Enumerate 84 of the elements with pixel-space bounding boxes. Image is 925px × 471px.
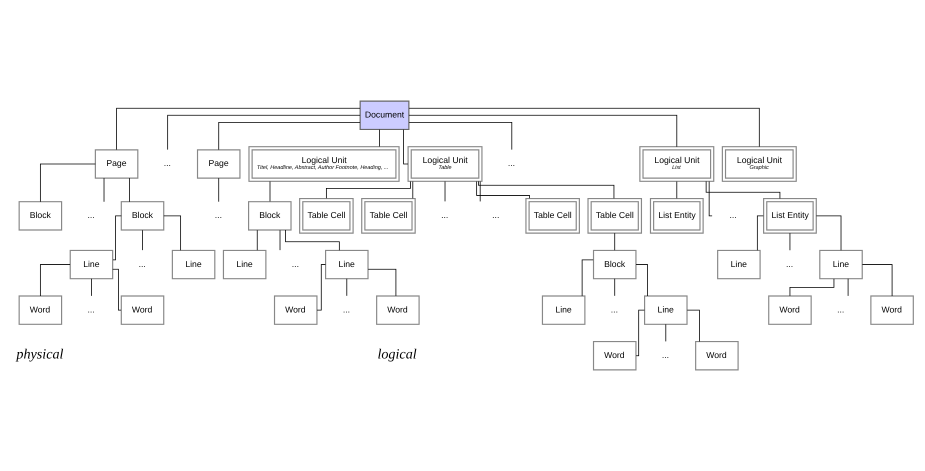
- node-box: Page: [196, 149, 241, 179]
- node-box: Line: [325, 250, 369, 280]
- connector: [708, 181, 713, 216]
- node-box: Table Cell: [299, 198, 354, 234]
- connector: [706, 181, 780, 199]
- connector: [408, 122, 512, 150]
- connector: [480, 181, 481, 202]
- node-box: Word: [120, 295, 164, 325]
- node-box: Block: [18, 201, 62, 231]
- label: physical: [16, 346, 64, 362]
- node-box: Line: [70, 250, 114, 280]
- connector: [218, 122, 360, 150]
- connector: [142, 230, 143, 251]
- connector: [346, 278, 348, 296]
- connector: [285, 230, 340, 251]
- node-text: ...: [492, 210, 500, 220]
- node-text: ...: [164, 158, 171, 168]
- connector: [163, 215, 182, 251]
- connector: [408, 114, 678, 148]
- connector: [403, 129, 408, 164]
- connector: [862, 264, 892, 296]
- connector: [368, 268, 396, 296]
- connector: [614, 278, 616, 296]
- connector: [476, 181, 530, 199]
- connector: [444, 181, 446, 202]
- node-box: Block: [120, 201, 164, 231]
- node-text: ...: [786, 258, 794, 269]
- node-box: Line: [542, 295, 586, 325]
- connector: [91, 278, 92, 296]
- label: logical: [377, 346, 417, 362]
- connector: [326, 181, 411, 199]
- connector: [614, 232, 616, 251]
- node-box: Table Cell: [361, 198, 416, 234]
- connector: [40, 164, 96, 202]
- node-box: Line: [644, 295, 688, 325]
- connector: [129, 178, 130, 202]
- connector: [256, 230, 258, 251]
- node-text: ...: [214, 210, 222, 220]
- connector: [665, 324, 666, 342]
- node-text: ...: [729, 210, 737, 220]
- connector: [412, 181, 414, 199]
- node-box: Word: [592, 340, 637, 370]
- connector: [756, 215, 764, 251]
- node-box: Line: [172, 250, 216, 280]
- node-text: ...: [292, 258, 300, 269]
- node-box: List Entity: [650, 198, 704, 234]
- node-box: Word: [18, 295, 62, 325]
- node-box: Line: [717, 250, 761, 280]
- node-text: ...: [138, 258, 146, 269]
- connector: [316, 264, 326, 311]
- node-box: Block: [248, 201, 292, 231]
- node-box: Document: [360, 100, 410, 130]
- node-text: ...: [441, 210, 448, 220]
- connector: [790, 278, 834, 296]
- node-text: ...: [342, 304, 350, 314]
- node-box: Line: [222, 250, 266, 280]
- node-box: Block: [592, 250, 637, 280]
- connector: [636, 310, 645, 356]
- connector: [40, 264, 70, 296]
- node-box: Word: [274, 295, 318, 325]
- node-box: Word: [695, 340, 739, 370]
- connector: [167, 114, 360, 150]
- node-box: Table Cell: [525, 198, 580, 234]
- node-box: Table Cell: [587, 198, 642, 234]
- node-text: ...: [837, 304, 844, 314]
- connector: [408, 108, 760, 148]
- node-text: ...: [610, 304, 618, 314]
- node-box: Word: [376, 295, 420, 325]
- connector: [112, 215, 122, 260]
- node-text: ...: [88, 210, 95, 220]
- connector: [112, 268, 122, 311]
- connector: [676, 181, 678, 199]
- connector: [218, 178, 220, 202]
- node-box: Page: [94, 149, 138, 179]
- node-box: Word: [870, 295, 914, 325]
- node-text: ...: [508, 158, 516, 168]
- node-text: ...: [88, 304, 95, 314]
- node-box: List Entity: [763, 198, 817, 234]
- connector: [116, 108, 360, 150]
- connector: [816, 215, 842, 251]
- node-text: ...: [662, 350, 670, 360]
- node-box: Line: [819, 250, 863, 280]
- connector: [379, 129, 380, 147]
- node-box: Word: [768, 295, 812, 325]
